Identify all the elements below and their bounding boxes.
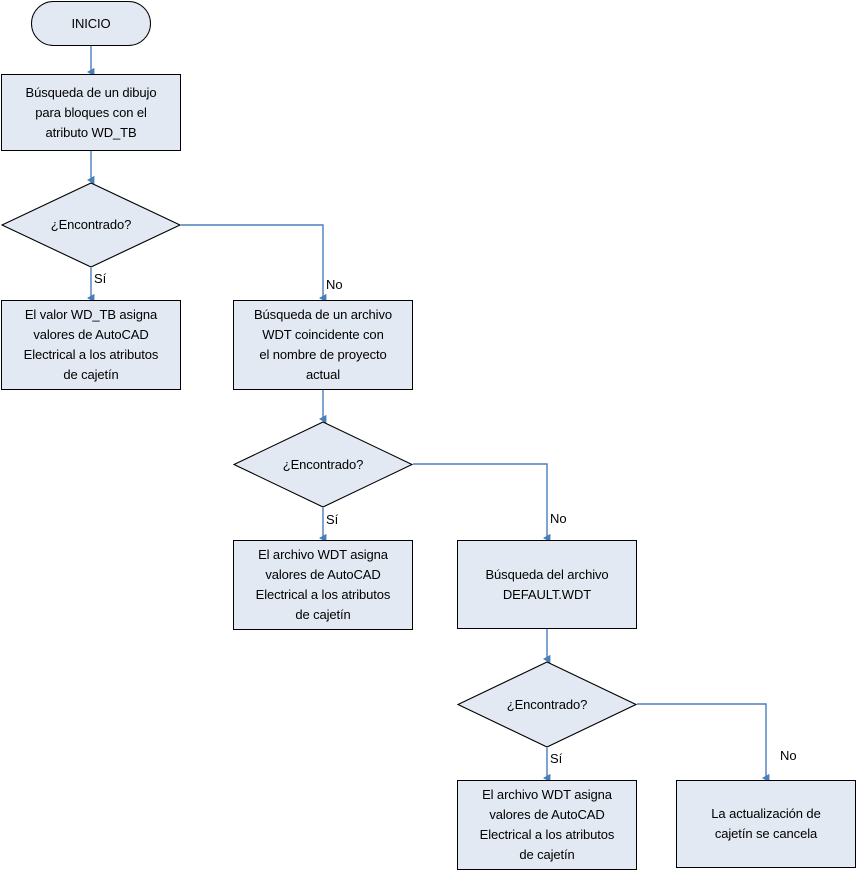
node-assign-default-wdt[interactable]: El archivo WDT asigna valores de AutoCAD…	[457, 780, 637, 870]
node-assign-default-wdt-label: El archivo WDT asigna valores de AutoCAD…	[479, 787, 615, 862]
node-found-3[interactable]: ¿Encontrado?	[457, 661, 637, 748]
edge-label-found3-no: No	[780, 748, 797, 763]
node-found-2-label: ¿Encontrado?	[282, 456, 364, 472]
node-search-wdt-project-label: Búsqueda de un archivo WDT coincidente c…	[253, 307, 392, 382]
edge-label-found3-yes: Sí	[550, 751, 563, 766]
edge-found2-no	[413, 463, 551, 543]
edge-found1-no	[181, 224, 327, 303]
diamond-shape-1	[1, 182, 181, 268]
node-search-wdt-project[interactable]: Búsqueda de un archivo WDT coincidente c…	[233, 300, 413, 390]
edge-label-found1-yes: Sí	[94, 271, 107, 286]
edge-label-found2-yes: Sí	[326, 512, 339, 527]
edge-label-found2-no: No	[550, 511, 567, 526]
node-cancel-update[interactable]: La actualización de cajetín se cancela	[676, 780, 856, 868]
node-cancel-update-label: La actualización de cajetín se cancela	[711, 806, 821, 841]
node-assign-wdtb[interactable]: El valor WD_TB asigna valores de AutoCAD…	[1, 300, 181, 390]
node-start-label: INICIO	[71, 15, 111, 31]
node-found-3-label: ¿Encontrado?	[506, 696, 588, 712]
diamond-shape-2	[233, 421, 413, 508]
node-found-2[interactable]: ¿Encontrado?	[233, 421, 413, 508]
node-search-block-wdtb[interactable]: Búsqueda de un dibujo para bloques con e…	[1, 74, 181, 151]
node-search-default-wdt-label: Búsqueda del archivo DEFAULT.WDT	[485, 566, 609, 602]
node-found-1-label: ¿Encontrado?	[50, 217, 132, 232]
node-search-default-wdt[interactable]: Búsqueda del archivo DEFAULT.WDT	[457, 540, 637, 629]
node-assign-wdt-project-label: El archivo WDT asigna valores de AutoCAD…	[255, 547, 391, 622]
node-assign-wdt-project[interactable]: El archivo WDT asigna valores de AutoCAD…	[233, 540, 413, 630]
diamond-shape-3	[457, 661, 637, 748]
node-assign-wdtb-label: El valor WD_TB asigna valores de AutoCAD…	[23, 307, 159, 382]
node-start[interactable]: INICIO	[31, 1, 151, 46]
edge-label-found1-no: No	[326, 277, 343, 292]
edge-found3-no	[637, 703, 770, 783]
node-search-block-wdtb-label: Búsqueda de un dibujo para bloques con e…	[25, 84, 157, 140]
node-found-1[interactable]: ¿Encontrado?	[1, 182, 181, 268]
